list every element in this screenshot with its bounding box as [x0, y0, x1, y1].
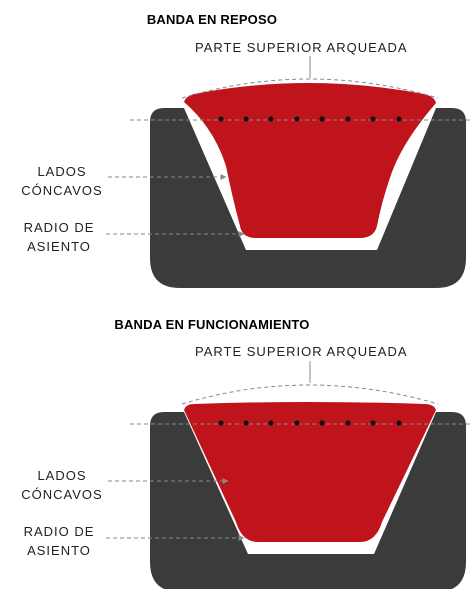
panel-2-concave-sides-label: LADOS CÓNCAVOS	[17, 466, 107, 504]
panel-1-seat-radius-line-1: RADIO DE	[23, 220, 95, 235]
panel-1-seat-radius-label: RADIO DE ASIENTO	[14, 218, 104, 256]
tension-cord	[319, 420, 325, 426]
panel-2-concave-sides-line-2: CÓNCAVOS	[21, 487, 103, 502]
panel-1-belt-section	[184, 83, 436, 238]
tension-cord	[396, 420, 402, 426]
tension-cord	[268, 420, 274, 426]
tension-cord	[370, 116, 376, 122]
panel-1-arch-outline	[181, 78, 439, 99]
panel-1-concave-sides-line-2: CÓNCAVOS	[21, 183, 103, 198]
panel-1-concave-sides-label: LADOS CÓNCAVOS	[17, 162, 107, 200]
panel-1-title: BANDA EN REPOSO	[146, 12, 278, 27]
tension-cord	[345, 420, 351, 426]
tension-cord	[243, 420, 249, 426]
panel-2-tension-cords	[218, 420, 402, 426]
panel-1-graphic	[106, 56, 470, 288]
panel-1-seat-radius-line-2: ASIENTO	[27, 239, 91, 254]
tension-cord	[370, 420, 376, 426]
panel-2-seat-radius-line-2: ASIENTO	[27, 543, 91, 558]
tension-cord	[218, 116, 224, 122]
tension-cord	[218, 420, 224, 426]
panel-1-top-label: PARTE SUPERIOR ARQUEADA	[195, 40, 408, 55]
panel-2-belt-section	[184, 402, 436, 542]
panel-2-pulley-housing	[150, 412, 466, 589]
panel-2-concave-sides-line-1: LADOS	[37, 468, 87, 483]
tension-cord	[319, 116, 325, 122]
panel-2-graphic	[106, 361, 470, 589]
tension-cord	[294, 116, 300, 122]
tension-cord	[396, 116, 402, 122]
tension-cord	[243, 116, 249, 122]
panel-1-concave-sides-line-1: LADOS	[37, 164, 87, 179]
panel-2-seat-radius-line-1: RADIO DE	[23, 524, 95, 539]
panel-2-arch-outline	[181, 384, 439, 405]
panel-2-top-label: PARTE SUPERIOR ARQUEADA	[195, 344, 408, 359]
tension-cord	[345, 116, 351, 122]
panel-1-tension-cords	[218, 116, 402, 122]
panel-2-title: BANDA EN FUNCIONAMIENTO	[114, 317, 310, 332]
panel-1-pulley-housing	[150, 108, 466, 288]
panel-2-seat-radius-label: RADIO DE ASIENTO	[14, 522, 104, 560]
tension-cord	[268, 116, 274, 122]
tension-cord	[294, 420, 300, 426]
